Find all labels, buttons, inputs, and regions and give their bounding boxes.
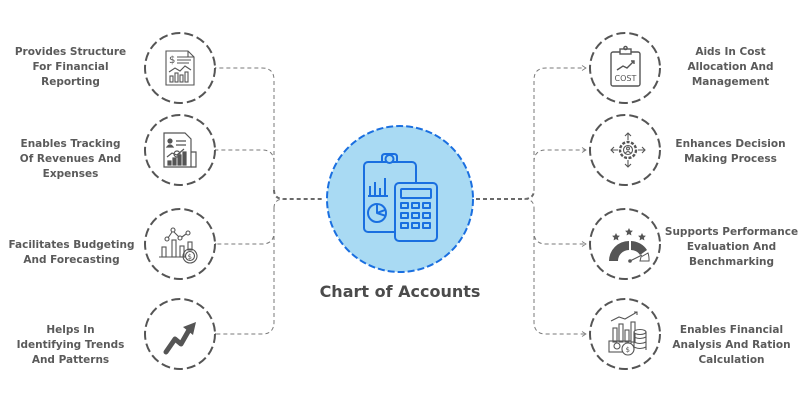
financial-report-icon: $ bbox=[165, 50, 195, 86]
label-line: Enables Tracking bbox=[20, 138, 121, 150]
connector-left-main bbox=[273, 189, 324, 200]
label-line: Management bbox=[691, 76, 770, 88]
left-item-3-label: Facilitates Budgeting And Forecasting bbox=[4, 238, 139, 268]
label-line: For Financial bbox=[32, 61, 109, 73]
label-line: Helps In bbox=[46, 324, 95, 336]
label-line: Evaluation And bbox=[686, 241, 777, 253]
svg-text:$: $ bbox=[169, 55, 175, 66]
left-item-1-label: Provides Structure For Financial Reporti… bbox=[8, 45, 133, 90]
center-node bbox=[326, 125, 474, 273]
connector-right-2 bbox=[533, 147, 587, 190]
label-line: And Patterns bbox=[31, 354, 110, 366]
left-item-2-label: Enables Tracking Of Revenues And Expense… bbox=[8, 137, 133, 182]
cost-clipboard-icon: COST bbox=[610, 45, 641, 87]
connector-left-4 bbox=[211, 208, 275, 337]
left-node-4 bbox=[144, 298, 216, 370]
right-node-4: $ bbox=[589, 298, 661, 370]
decision-gear-icon bbox=[610, 132, 646, 168]
label-line: And Forecasting bbox=[23, 254, 120, 266]
right-item-2-label: Enhances Decision Making Process bbox=[668, 137, 793, 167]
budget-forecast-icon: $ bbox=[159, 227, 198, 264]
svg-text:COST: COST bbox=[615, 74, 637, 83]
left-item-4-label: Helps In Identifying Trends And Patterns bbox=[8, 323, 133, 368]
label-line: Calculation bbox=[698, 354, 765, 366]
revenue-expense-report-icon bbox=[163, 132, 197, 168]
label-line: Supports Performance bbox=[664, 226, 799, 238]
trend-arrow-icon bbox=[163, 322, 196, 355]
connector-right-main bbox=[476, 189, 535, 200]
label-line: Allocation And bbox=[687, 61, 774, 73]
connector-left-2 bbox=[211, 147, 275, 190]
svg-text:$: $ bbox=[626, 346, 630, 354]
right-connectors bbox=[476, 65, 587, 337]
right-item-4-label: Enables Financial Analysis And Ration Ca… bbox=[664, 323, 799, 368]
label-line: Expenses bbox=[42, 168, 99, 180]
label-line: Enables Financial bbox=[679, 324, 784, 336]
label-line: Aids In Cost bbox=[695, 46, 766, 58]
label-line: Of Revenues And bbox=[19, 153, 122, 165]
clipboard-calculator-icon bbox=[363, 153, 438, 242]
connector-right-1 bbox=[533, 65, 587, 190]
financial-analysis-icon: $ bbox=[608, 311, 647, 356]
connector-left-3 bbox=[211, 208, 275, 247]
label-line: Reporting bbox=[41, 76, 100, 88]
left-node-1: $ bbox=[144, 32, 216, 104]
label-line: Enhances Decision bbox=[675, 138, 786, 150]
right-node-1: COST bbox=[589, 32, 661, 104]
right-node-3 bbox=[589, 208, 661, 280]
label-line: Facilitates Budgeting bbox=[8, 239, 135, 251]
diagram-title: Chart of Accounts bbox=[319, 282, 481, 301]
svg-text:$: $ bbox=[188, 253, 192, 261]
label-line: Provides Structure bbox=[14, 46, 127, 58]
right-item-3-label: Supports Performance Evaluation And Benc… bbox=[664, 225, 799, 270]
left-connectors bbox=[211, 65, 324, 337]
connector-right-3 bbox=[533, 208, 587, 247]
label-line: Benchmarking bbox=[688, 256, 775, 268]
left-node-3: $ bbox=[144, 208, 216, 280]
right-item-1-label: Aids In Cost Allocation And Management bbox=[668, 45, 793, 90]
performance-gauge-icon bbox=[609, 228, 650, 263]
left-node-2 bbox=[144, 114, 216, 186]
label-line: Analysis And Ration bbox=[672, 339, 791, 351]
label-line: Making Process bbox=[684, 153, 777, 165]
label-line: Identifying Trends bbox=[16, 339, 125, 351]
connector-left-1 bbox=[211, 65, 275, 190]
connector-right-4 bbox=[533, 208, 587, 337]
right-node-2 bbox=[589, 114, 661, 186]
